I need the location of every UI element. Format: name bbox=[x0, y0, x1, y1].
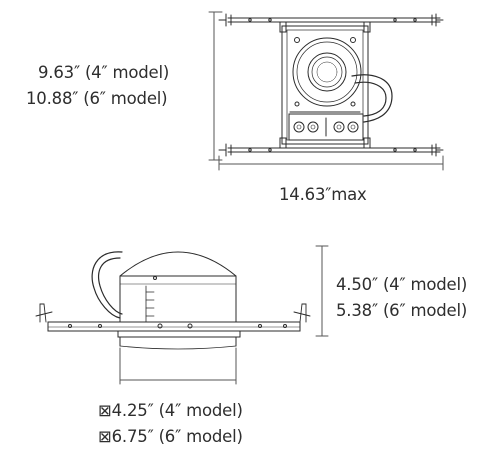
side-height-label-6in: 5.38″ (6″ model) bbox=[336, 301, 468, 320]
side-conduit bbox=[91, 251, 123, 319]
aperture-ring bbox=[119, 336, 237, 350]
lower-hanger-bar bbox=[218, 143, 444, 157]
top-width-label: 14.63″max bbox=[279, 185, 367, 204]
aperture-label-4in: ⊠4.25″ (4″ model) bbox=[98, 401, 243, 420]
top-height-label-6in: 10.88″ (6″ model) bbox=[26, 89, 168, 108]
top-width-dimension bbox=[218, 155, 444, 171]
housing-side bbox=[119, 251, 237, 323]
side-height-label-4in: 4.50″ (4″ model) bbox=[336, 275, 468, 294]
housing-top bbox=[292, 37, 362, 107]
junction-box bbox=[288, 113, 364, 141]
top-view bbox=[208, 11, 444, 171]
mounting-pan bbox=[35, 303, 311, 338]
side-view bbox=[35, 245, 329, 385]
aperture-dimension bbox=[119, 347, 237, 385]
aperture-label-6in: ⊠6.75″ (6″ model) bbox=[98, 427, 243, 446]
top-height-label-4in: 9.63″ (4″ model) bbox=[38, 63, 170, 82]
mounting-plate bbox=[279, 21, 371, 149]
top-height-dimension bbox=[208, 11, 223, 161]
side-height-dimension bbox=[315, 245, 329, 337]
flex-conduit bbox=[351, 74, 393, 123]
upper-hanger-bar bbox=[218, 13, 444, 27]
